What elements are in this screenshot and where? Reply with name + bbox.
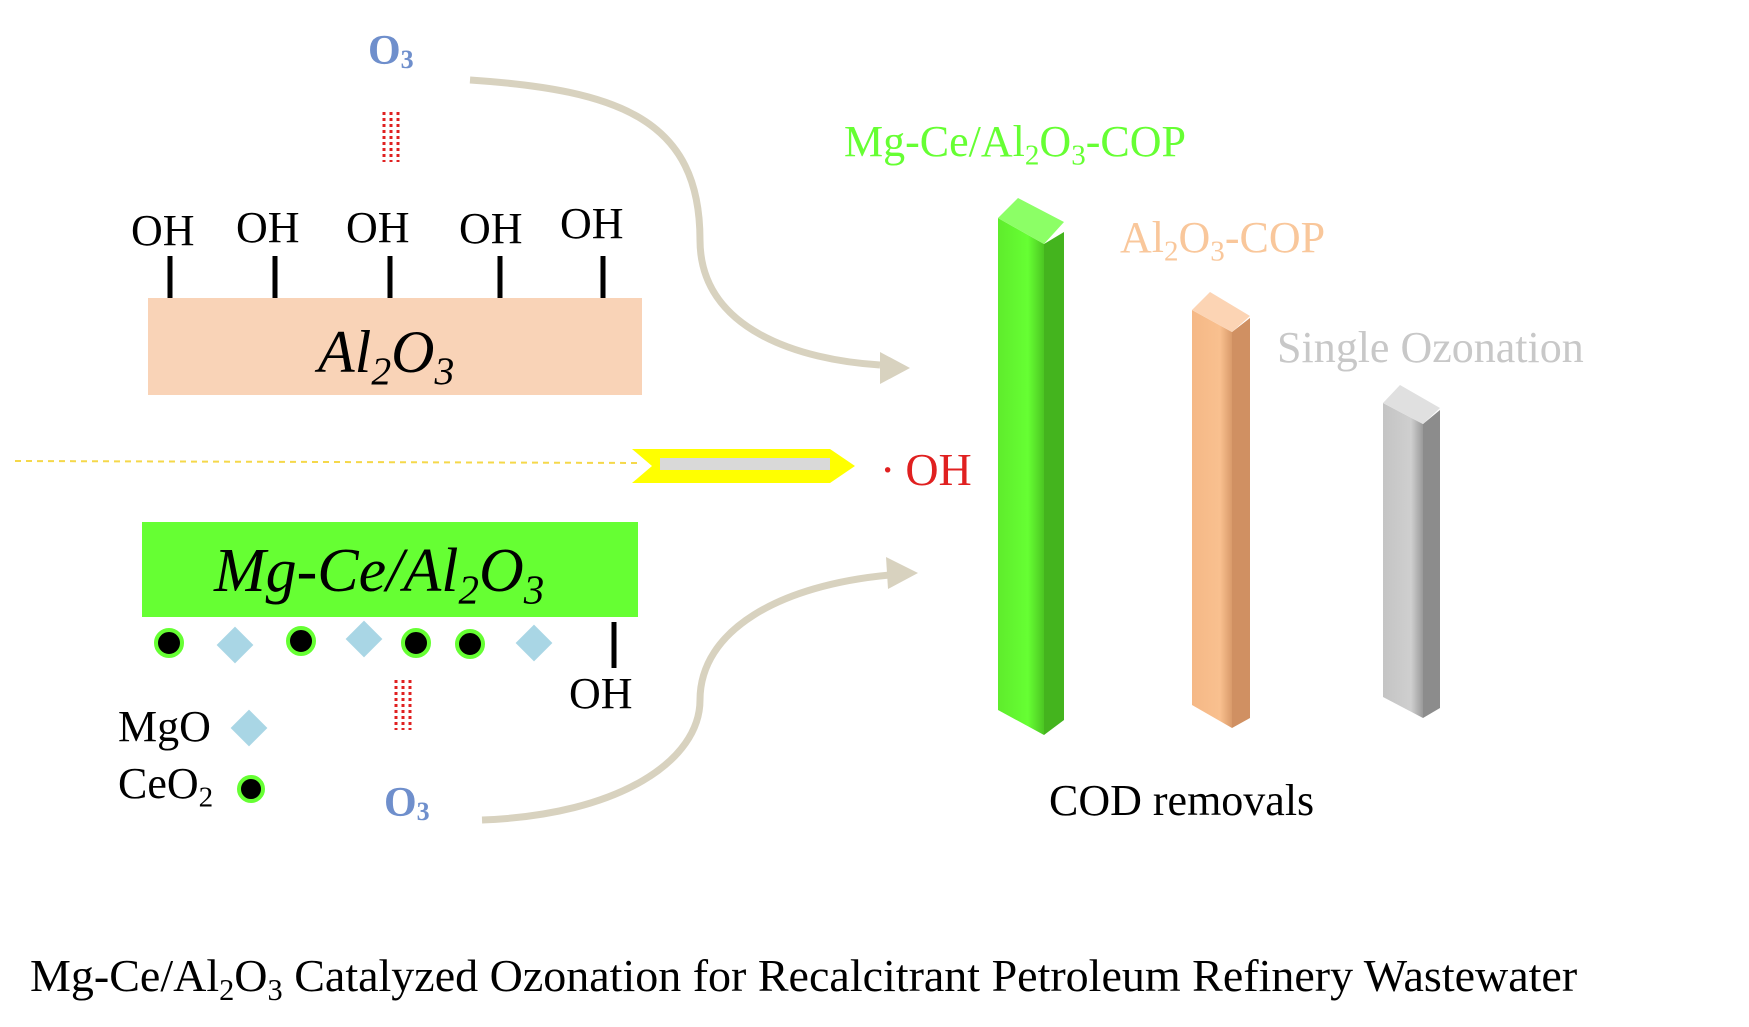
surface-species <box>154 620 553 664</box>
yellow-arrow-inner <box>660 458 830 470</box>
legend-mgo-label: MgO <box>118 702 211 751</box>
bar-single <box>1383 385 1440 718</box>
bar-label-text: O <box>1039 117 1072 166</box>
oh-label-5: OH <box>560 199 624 248</box>
ceo2-particle <box>286 626 316 656</box>
ozone-sub: 3 <box>416 797 430 826</box>
bottom-oh-label: OH <box>569 669 633 718</box>
mgce-sub2: 3 <box>523 567 545 613</box>
top-curved-arrow <box>469 76 881 369</box>
bottom-curved-arrow <box>481 571 891 824</box>
bottom-arrowhead-icon <box>886 557 918 589</box>
mgo-particle <box>515 624 553 662</box>
guide-line <box>14 460 641 464</box>
title-sub: 2 <box>219 973 235 1008</box>
o-sub: 3 <box>434 348 455 393</box>
title-text: Catalyzed Ozonation for Recalcitrant Pet… <box>282 950 1578 1001</box>
bar-label-al2o3: Al2O3-COP <box>1120 213 1326 267</box>
oh-label-4: OH <box>459 204 523 253</box>
bars-caption: COD removals <box>1049 776 1315 825</box>
mgce-o: O <box>478 537 524 605</box>
bar-label-text: Mg-Ce/Al <box>844 117 1025 166</box>
legend-ceo2-symbol <box>237 775 265 803</box>
mgce-plate: Mg-Ce/Al2O3 <box>142 522 638 617</box>
hydroxyl-radical-label: ·OH <box>880 447 972 493</box>
title-text: Mg-Ce/Al <box>30 950 220 1001</box>
ozone-sub: 3 <box>400 45 414 74</box>
legend-ceo2-label: CeO2 <box>118 759 213 813</box>
bar-mgce <box>998 198 1064 735</box>
oh-label-1: OH <box>131 206 195 255</box>
mgce-plate-label: Mg-Ce/Al2O3 <box>214 537 544 610</box>
radical-text: OH <box>905 444 972 495</box>
bar-al2o3 <box>1192 292 1250 728</box>
bar-label-sub: 2 <box>1024 139 1040 172</box>
radical-dot: · <box>880 444 896 495</box>
bar-label-text: -COP <box>1085 117 1186 166</box>
al2o3-plate-label: Al2O3 <box>318 319 454 391</box>
title-sub: 3 <box>267 973 283 1008</box>
ozone-text: O <box>368 28 401 74</box>
mgce-sub1: 2 <box>458 567 479 613</box>
figure-title: Mg-Ce/Al2O3 Catalyzed Ozonation for Reca… <box>30 950 1578 1006</box>
bar-label-sub: 3 <box>1210 235 1225 268</box>
ceo2-text: CeO <box>118 759 199 808</box>
o-text: O <box>391 319 435 385</box>
ceo2-particle <box>455 629 485 659</box>
bar-label-text: Al <box>1120 213 1164 262</box>
al-sub: 2 <box>371 348 392 393</box>
bar-label-text: O <box>1178 213 1211 262</box>
ozone-text: O <box>384 780 417 826</box>
mgo-particle <box>216 626 254 664</box>
ceo2-particle <box>401 628 431 658</box>
top-dashed-link <box>382 112 400 162</box>
top-oh-sticks <box>167 256 606 300</box>
mgce-text: Mg-Ce/Al <box>214 537 459 605</box>
bottom-dashed-link <box>394 680 412 730</box>
bottom-ozone-label: O3 <box>384 780 430 826</box>
al2o3-plate: Al2O3 <box>148 298 642 395</box>
mgo-particle <box>345 620 383 658</box>
bar-label-mgce: Mg-Ce/Al2O3-COP <box>844 117 1186 171</box>
ceo2-particle <box>154 628 184 658</box>
oh-label-2: OH <box>236 203 300 252</box>
bar-label-sub: 2 <box>1164 235 1179 268</box>
top-ozone-label: O3 <box>368 28 414 74</box>
ceo2-sub: 2 <box>198 781 214 814</box>
bar-label-sub: 3 <box>1071 139 1086 172</box>
title-text: O <box>234 950 268 1001</box>
al-text: Al <box>318 319 372 385</box>
top-arrowhead-icon <box>880 352 910 384</box>
oh-label-3: OH <box>346 203 410 252</box>
bar-label-text: -COP <box>1224 213 1326 262</box>
legend-mgo-symbol <box>230 709 268 747</box>
bar-label-single: Single Ozonation <box>1277 323 1584 372</box>
